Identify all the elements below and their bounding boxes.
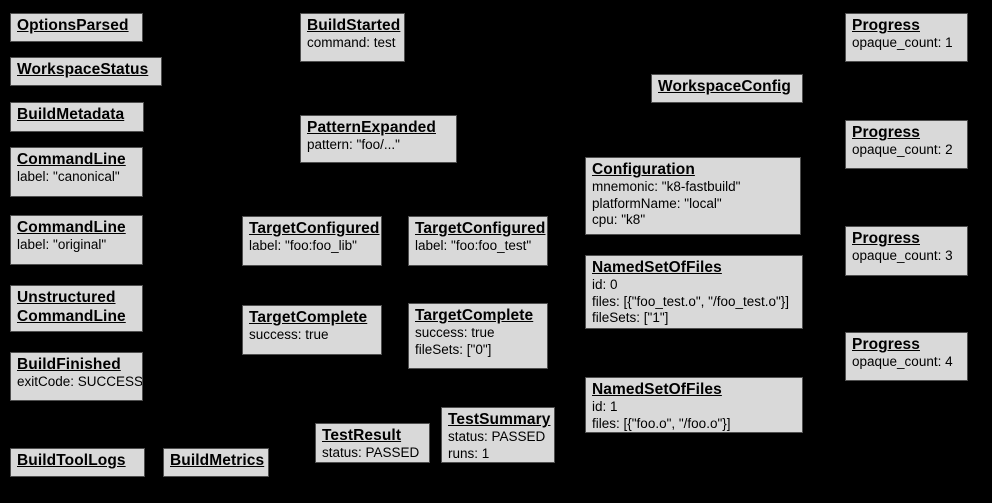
event-title: Progress [852,336,920,353]
event-box-build-metrics: BuildMetrics [163,448,269,477]
event-title: NamedSetOfFiles [592,259,722,276]
event-field: label: "original" [17,237,107,252]
event-title: TestResult [322,427,402,444]
event-field: id: 1 [592,399,618,414]
event-field: opaque_count: 2 [852,142,953,157]
event-field: files: [{"foo.o", "/foo.o"}] [592,415,731,431]
event-box-workspace-status: WorkspaceStatus [10,57,162,86]
event-field: files: [{"foo_test.o", "/foo_test.o"}] [592,293,790,309]
event-title: BuildFinished [17,356,121,373]
event-field: platformName: "local" [592,195,722,211]
event-title: WorkspaceConfig [658,78,791,95]
event-title: Progress [852,230,920,247]
event-field: fileSets: ["1"] [592,310,669,325]
event-field: opaque_count: 4 [852,354,953,369]
event-title: BuildMetrics [170,452,265,469]
event-title: OptionsParsed [17,17,129,34]
event-field: label: "foo:foo_test" [415,238,532,253]
event-title: CommandLine [17,219,126,236]
event-title: NamedSetOfFiles [592,381,722,398]
event-title: TestSummary [448,411,551,428]
event-box-workspace-config: WorkspaceConfig [651,74,803,103]
event-title: TargetConfigured [249,220,380,237]
event-title: BuildToolLogs [17,452,126,469]
event-field: label: "foo:foo_lib" [249,238,357,253]
event-title: BuildStarted [307,17,401,34]
event-field: mnemonic: "k8-fastbuild" [592,179,741,194]
event-field: exitCode: SUCCESS [17,374,143,389]
event-title: WorkspaceStatus [17,61,149,78]
event-field: success: true [415,325,495,340]
event-box-build-tool-logs: BuildToolLogs [10,448,145,477]
event-box-options-parsed: OptionsParsed [10,13,143,42]
event-title: CommandLine [17,308,126,325]
event-title: BuildMetadata [17,106,125,123]
event-field: opaque_count: 1 [852,35,953,50]
event-field: runs: 1 [448,445,490,461]
event-box-build-metadata: BuildMetadata [10,102,144,132]
event-field: success: true [249,327,329,342]
event-title: Progress [852,17,920,34]
event-field: status: PASSED [448,429,546,444]
event-title: CommandLine [17,151,126,168]
event-field: status: PASSED [322,445,420,460]
event-title: Unstructured [17,289,116,306]
event-field: pattern: "foo/..." [307,137,400,152]
event-title: Progress [852,124,920,141]
event-field: fileSets: ["0"] [415,341,492,357]
event-title: Configuration [592,161,695,178]
event-field: opaque_count: 3 [852,248,953,263]
event-field: label: "canonical" [17,169,120,184]
event-title: TargetConfigured [415,220,546,237]
event-title: PatternExpanded [307,119,436,136]
event-title: TargetComplete [415,307,534,324]
event-field: id: 0 [592,277,618,292]
event-title: TargetComplete [249,309,368,326]
event-field: cpu: "k8" [592,212,646,227]
event-field: command: test [307,35,396,50]
